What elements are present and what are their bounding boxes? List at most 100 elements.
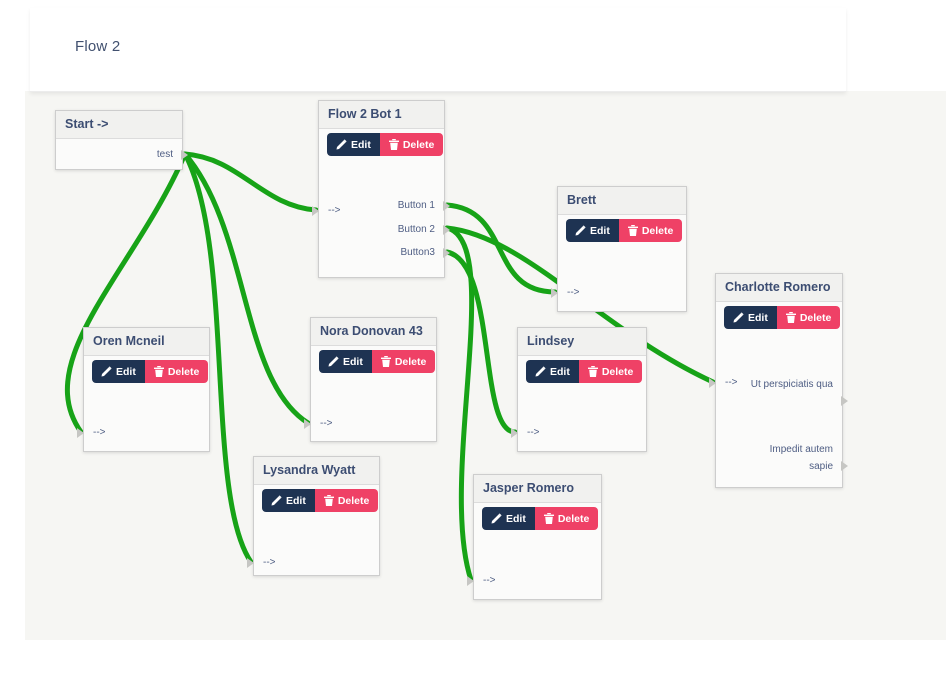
input-port[interactable] [312,206,319,216]
node-actions: Edit Delete [526,360,643,383]
connection-bot1.button1-to-brett.in[interactable] [444,202,558,295]
input-port[interactable] [304,419,311,429]
delete-trash-icon [388,139,399,150]
output-port-label: Ut perspiciatis qua [750,378,833,390]
delete-button-label: Delete [402,138,435,151]
edit-button[interactable]: Edit [724,306,777,329]
flow-title: Flow 2 [75,38,121,55]
output-port-label: Impedit autem sapie [769,443,833,472]
delete-button[interactable]: Delete [379,133,444,156]
input-port[interactable] [77,428,84,438]
input-port-label: --> [483,575,496,586]
delete-button[interactable]: Delete [578,360,643,383]
node-title: Lysandra Wyatt [254,457,379,485]
delete-button-label: Delete [167,365,200,378]
node-title: Oren Mcneil [84,328,209,356]
edit-button-label: Edit [351,138,371,151]
delete-button[interactable]: Delete [314,489,379,512]
connection-start.test-to-bot1.in[interactable] [182,151,319,213]
edit-button[interactable]: Edit [319,350,372,373]
output-port[interactable] [181,150,188,160]
delete-button[interactable]: Delete [144,360,209,383]
edit-button[interactable]: Edit [482,507,535,530]
flow-node-bot1[interactable]: Flow 2 Bot 1 Edit Delete --> Button 1 Button … [312,100,450,278]
input-port-label: --> [527,427,540,438]
output-port-label: Button 2 [397,224,435,235]
edit-pencil-icon [491,513,502,524]
connection-bot1.button3-to-lindsey.in[interactable] [444,249,518,435]
output-port-label: test [156,149,173,160]
delete-trash-icon [587,366,598,377]
output-port[interactable] [841,396,848,406]
delete-trash-icon [323,495,334,506]
node-actions: Edit Delete [566,219,683,242]
connection-bot1.button2-to-jasper.in[interactable] [444,225,475,583]
delete-trash-icon [153,366,164,377]
node-title: Nora Donovan 43 [311,318,436,346]
delete-button[interactable]: Delete [371,350,436,373]
delete-trash-icon [543,513,554,524]
output-port-label: Button 1 [397,200,435,211]
edit-button-label: Edit [550,365,570,378]
edit-button-label: Edit [748,311,768,324]
output-port-label: Button3 [400,247,435,258]
edit-pencil-icon [733,312,744,323]
delete-button-label: Delete [394,355,427,368]
delete-button-label: Delete [799,311,832,324]
input-port[interactable] [247,558,254,568]
node-title: Flow 2 Bot 1 [319,101,444,129]
edit-button[interactable]: Edit [566,219,619,242]
input-port[interactable] [551,288,558,298]
flow-node-nora[interactable]: Nora Donovan 43 Edit Delete --> [304,317,437,442]
edit-button[interactable]: Edit [526,360,579,383]
delete-button-label: Delete [641,224,674,237]
delete-button[interactable]: Delete [776,306,841,329]
input-port-label: --> [93,427,106,438]
input-port-label: --> [328,205,341,216]
input-port[interactable] [709,378,716,388]
delete-button[interactable]: Delete [618,219,683,242]
output-port[interactable] [841,461,848,471]
connection-start.test-to-oren.in[interactable] [65,151,188,435]
node-title: Start -> [56,111,182,139]
delete-button[interactable]: Delete [534,507,599,530]
node-actions: Edit Delete [482,507,599,530]
edit-pencil-icon [575,225,586,236]
node-actions: Edit Delete [262,489,379,512]
node-title: Jasper Romero [474,475,601,503]
flow-header-bar: Flow 2 [30,8,846,92]
edit-button-label: Edit [116,365,136,378]
node-title: Brett [558,187,686,215]
edit-pencil-icon [271,495,282,506]
edit-button[interactable]: Edit [92,360,145,383]
edit-button-label: Edit [286,494,306,507]
input-port-label: --> [320,418,333,429]
node-actions: Edit Delete [327,133,444,156]
output-port[interactable] [443,248,450,258]
input-port-label: --> [725,377,738,388]
flow-node-start[interactable]: Start -> test [55,110,188,170]
edit-button[interactable]: Edit [262,489,315,512]
input-port-label: --> [567,287,580,298]
edit-pencil-icon [336,139,347,150]
input-port[interactable] [511,428,518,438]
node-actions: Edit Delete [724,306,841,329]
connection-start.test-to-lysandra.in[interactable] [182,151,254,565]
edit-button-label: Edit [506,512,526,525]
output-port[interactable] [443,225,450,235]
connection-start.test-to-nora.in[interactable] [182,151,311,426]
output-port[interactable] [443,201,450,211]
edit-button-label: Edit [590,224,610,237]
input-port[interactable] [467,576,474,586]
delete-button-label: Delete [601,365,634,378]
edit-button[interactable]: Edit [327,133,380,156]
delete-trash-icon [380,356,391,367]
node-actions: Edit Delete [319,350,436,373]
